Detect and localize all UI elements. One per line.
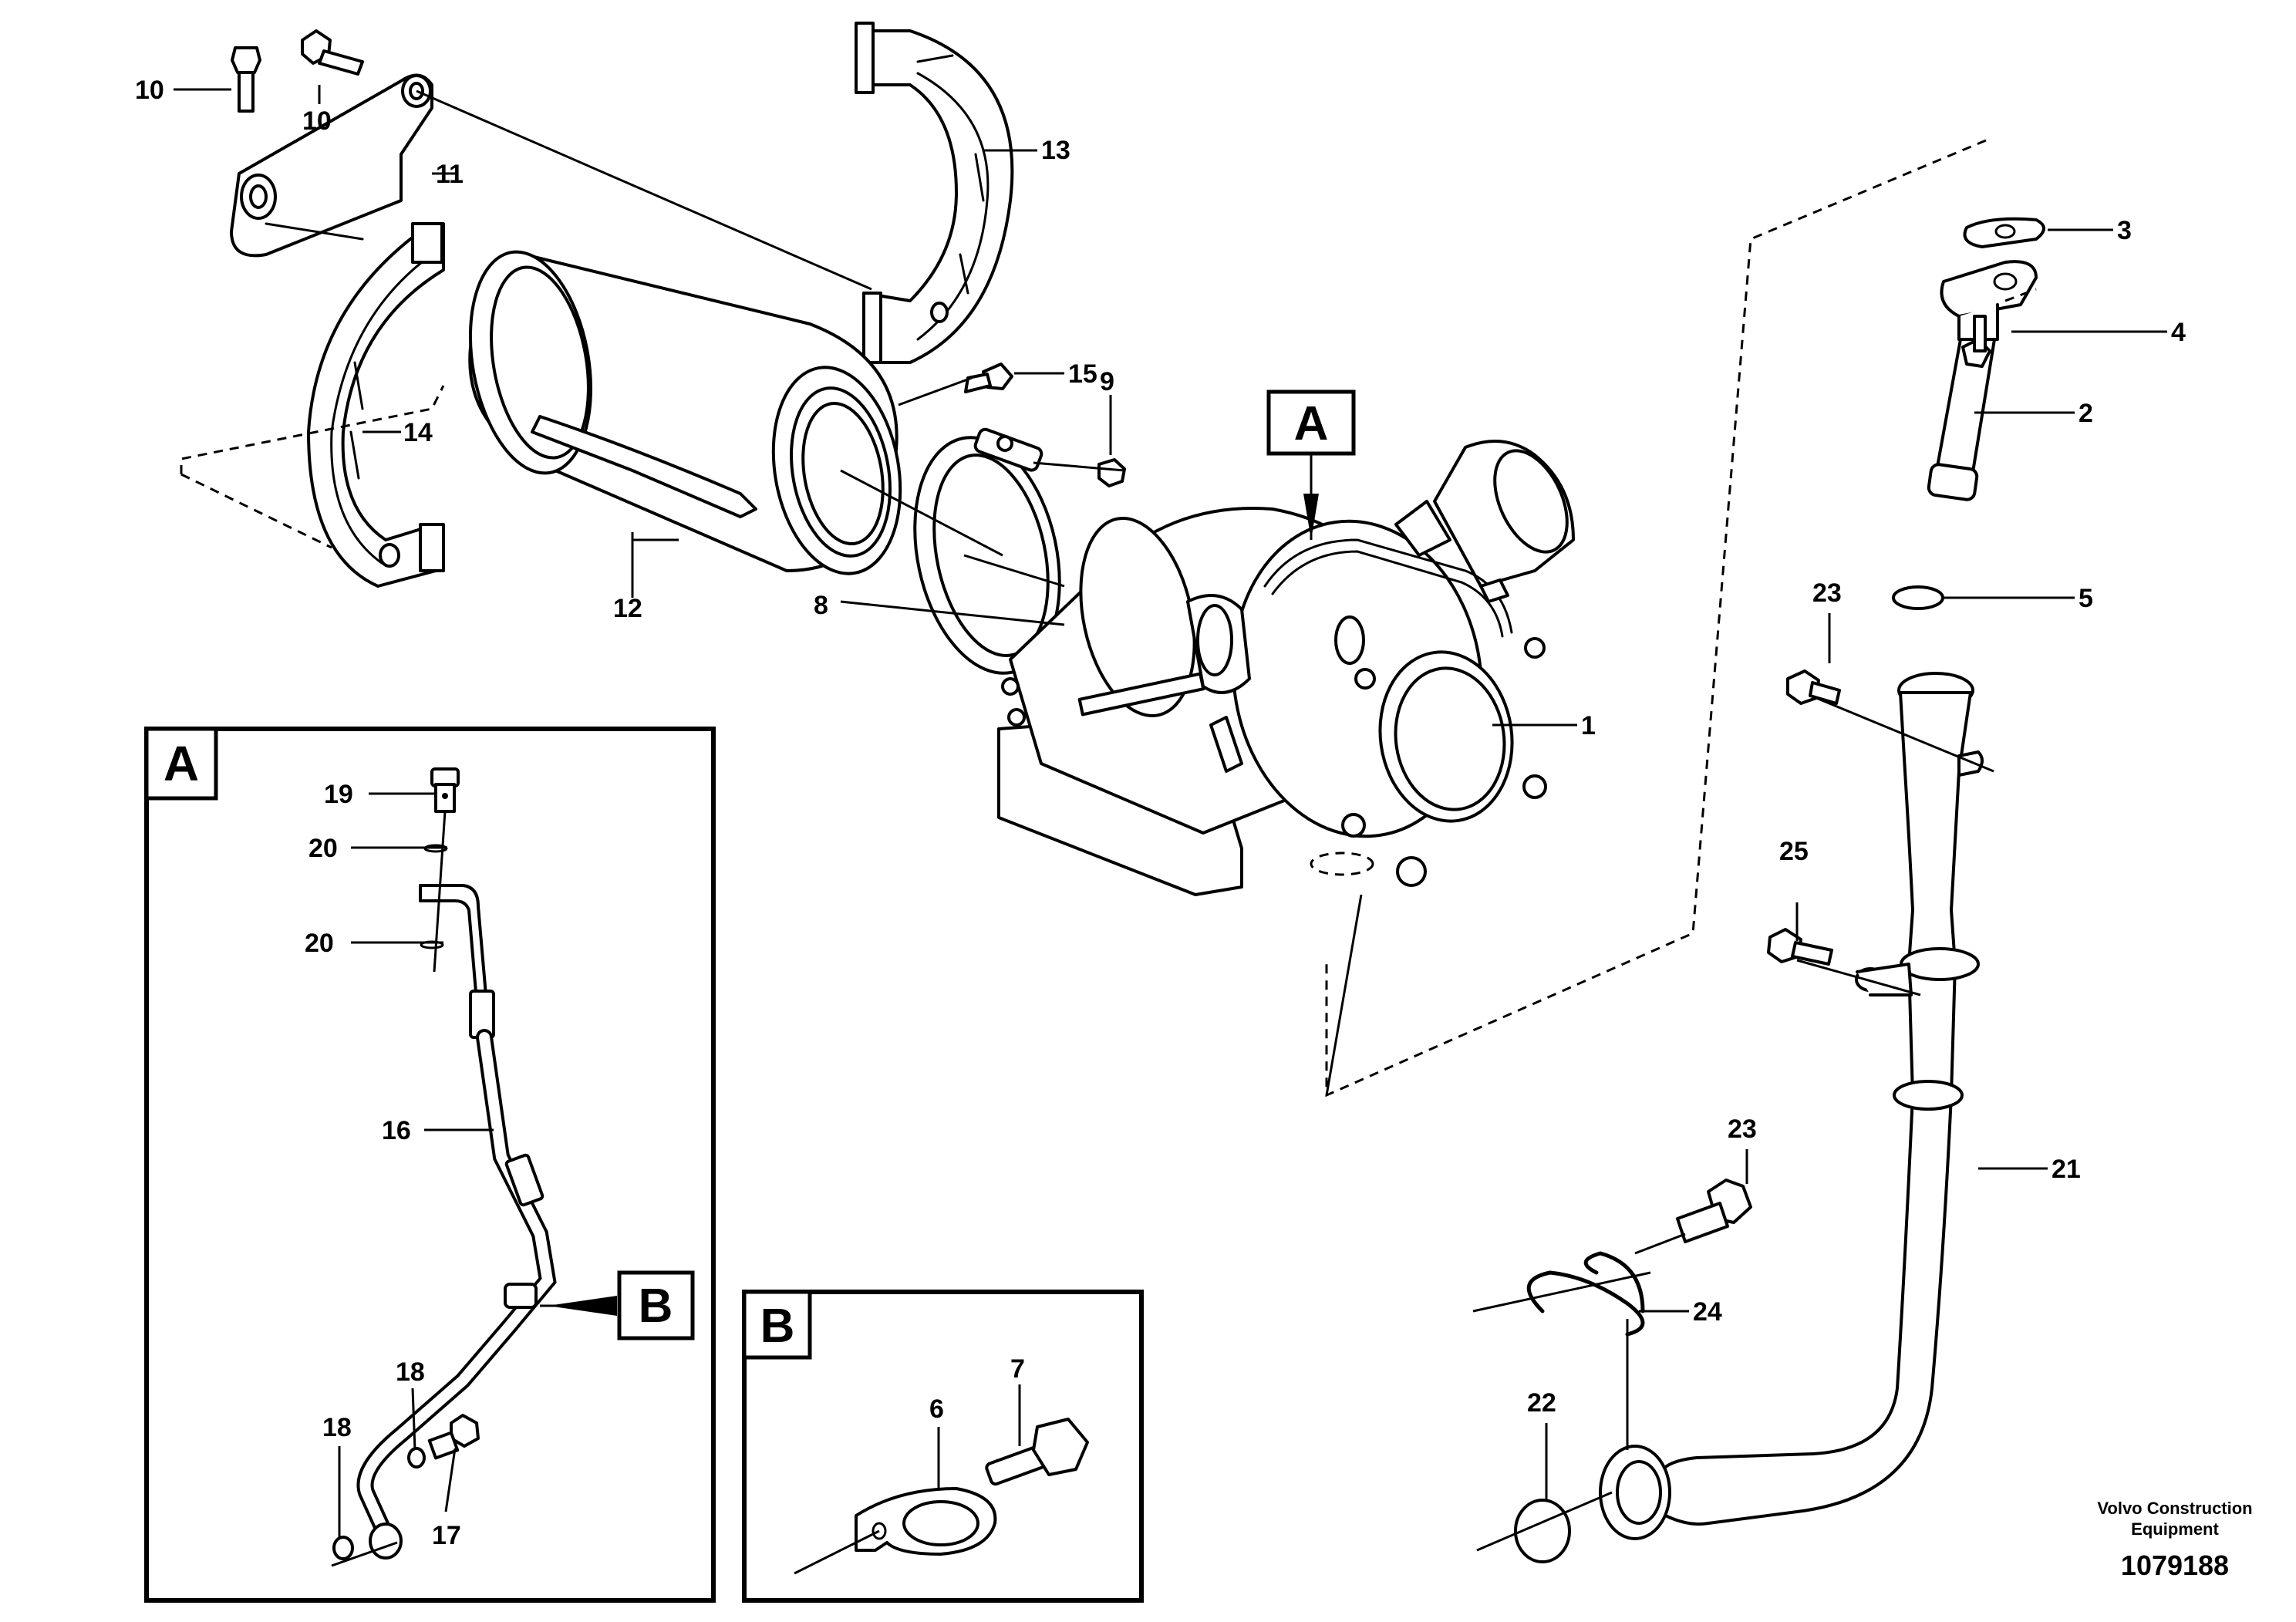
callout-3: 3 xyxy=(2117,216,2132,245)
company-name-line1: Volvo Construction xyxy=(2097,1499,2252,1518)
detail-view-a-title: A xyxy=(164,736,199,791)
callout-1: 1 xyxy=(1581,711,1596,740)
callout-19: 19 xyxy=(324,780,353,809)
heat-shield-14 xyxy=(307,222,445,588)
banjo-bolt-19 xyxy=(430,767,460,813)
callout-5: 5 xyxy=(2079,584,2093,613)
assembly-outline-shields xyxy=(180,385,445,474)
callout-18-left: 18 xyxy=(322,1413,352,1442)
callout-15: 15 xyxy=(1068,359,1097,389)
bolt-4 xyxy=(1961,315,1991,368)
callout-8: 8 xyxy=(814,591,828,620)
washer-18-b xyxy=(332,1536,354,1560)
bolt-15 xyxy=(964,363,1013,393)
company-name-line2: Equipment xyxy=(2131,1519,2219,1539)
callout-6: 6 xyxy=(929,1394,944,1424)
callout-14: 14 xyxy=(403,418,433,447)
callout-2: 2 xyxy=(2079,399,2093,428)
v-band-clamp-8 xyxy=(913,427,1061,675)
detail-view-a-title-box xyxy=(144,727,218,801)
callout-9: 9 xyxy=(1100,367,1114,396)
callout-21: 21 xyxy=(2052,1155,2081,1184)
callout-17: 17 xyxy=(432,1521,461,1550)
leader-lines xyxy=(174,85,2167,1552)
oil-feed-pipe-16 xyxy=(356,884,557,1560)
clamp-6 xyxy=(855,1487,997,1556)
callout-16: 16 xyxy=(382,1116,411,1145)
oil-return-pipe-2 xyxy=(1927,260,2038,501)
bolt-25 xyxy=(1767,928,1833,966)
callout-12: 12 xyxy=(613,594,642,623)
detail-view-b-title-box xyxy=(742,1290,812,1360)
callout-13: 13 xyxy=(1041,136,1070,165)
bolt-10-angled xyxy=(301,29,364,76)
drawing-number: 1079188 xyxy=(2121,1549,2229,1581)
callout-20-upper: 20 xyxy=(308,834,338,863)
clip-24 xyxy=(1526,1251,1645,1337)
view-a-marker-label: A xyxy=(1294,397,1329,450)
callout-labels: 10 10 11 13 15 9 14 12 8 1 3 4 2 5 23 25… xyxy=(135,76,2186,1550)
nut-9 xyxy=(1097,458,1126,487)
callout-22: 22 xyxy=(1527,1388,1556,1418)
o-ring-5 xyxy=(1892,585,1944,610)
view-b-marker-label: B xyxy=(639,1280,673,1333)
gasket-3 xyxy=(1963,217,2045,248)
view-b-marker-box xyxy=(617,1270,695,1340)
assembly-outline-turbo xyxy=(1325,139,1987,1098)
callout-4: 4 xyxy=(2171,318,2186,347)
detail-b-leader-lines xyxy=(794,1384,1021,1575)
callout-18-right: 18 xyxy=(396,1357,425,1387)
callout-10-right: 10 xyxy=(302,106,332,136)
view-a-marker-box xyxy=(1266,389,1356,456)
callout-7: 7 xyxy=(1010,1354,1025,1384)
bolt-7 xyxy=(985,1418,1089,1486)
callout-25: 25 xyxy=(1779,837,1809,866)
callout-23-upper: 23 xyxy=(1812,578,1842,608)
washer-18-a xyxy=(407,1447,426,1469)
bracket-11 xyxy=(230,73,433,258)
oil-return-pipe-21 xyxy=(1599,672,1984,1540)
turbocharger-1 xyxy=(997,440,1575,896)
view-b-arrowhead xyxy=(548,1296,617,1316)
callout-10-left: 10 xyxy=(135,76,164,105)
view-a-arrowhead xyxy=(1303,494,1319,540)
bolt-23-lower xyxy=(1676,1179,1752,1243)
callout-11: 11 xyxy=(436,160,464,189)
heat-shield-13 xyxy=(855,22,1014,364)
assembly-outline-bolt4 xyxy=(2004,288,2037,302)
detail-view-a-frame xyxy=(144,727,716,1603)
bolt-10-vertical xyxy=(231,46,261,113)
bolt-23-upper xyxy=(1786,669,1841,705)
exhaust-pipe-12 xyxy=(468,250,902,575)
callout-20-lower: 20 xyxy=(305,929,334,958)
callout-23-lower: 23 xyxy=(1728,1114,1757,1144)
banjo-bolt-17 xyxy=(427,1414,480,1460)
assembly-outline-left xyxy=(180,473,332,549)
detail-view-b-title: B xyxy=(760,1300,795,1353)
callout-24: 24 xyxy=(1693,1297,1722,1327)
